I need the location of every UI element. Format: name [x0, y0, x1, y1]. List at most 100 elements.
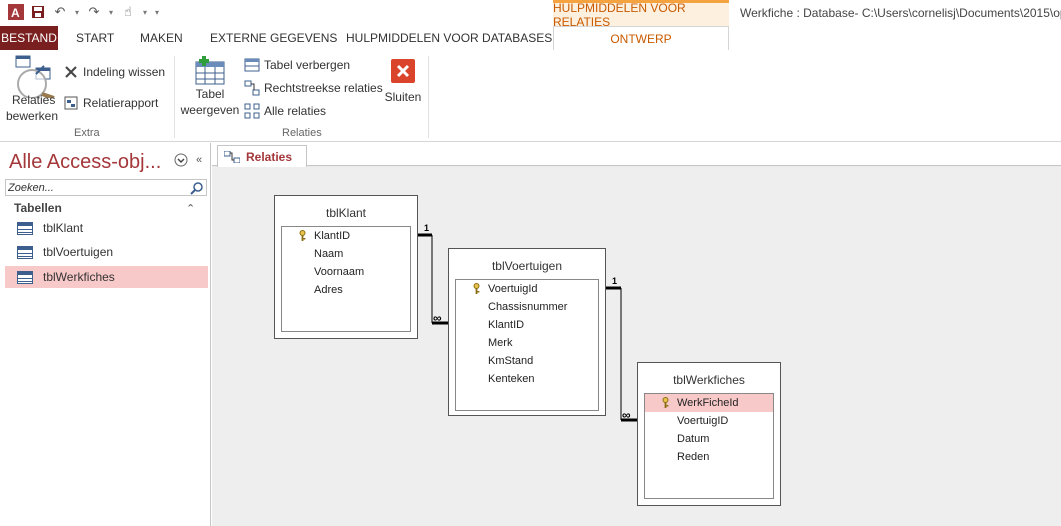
search-input[interactable]: [6, 180, 186, 196]
alle-relaties-label: Alle relaties: [264, 104, 327, 118]
field-label: KlantID: [488, 319, 525, 331]
indeling-wissen-label: Indeling wissen: [83, 65, 166, 79]
relationship-report-icon: [63, 95, 79, 111]
tab-hulpmiddelen-voor-databases[interactable]: HULPMIDDELEN VOOR DATABASES: [346, 31, 553, 45]
document-tab-relaties[interactable]: Relaties: [217, 145, 307, 167]
collapse-pane-icon[interactable]: «: [195, 154, 203, 166]
field-voertuigid[interactable]: VoertuigId: [456, 280, 598, 298]
indeling-wissen-button[interactable]: Indeling wissen: [63, 64, 165, 80]
relationship-one-label: 1: [612, 276, 618, 286]
primary-key-icon: [299, 230, 306, 241]
tabel-verbergen-button[interactable]: Tabel verbergen: [244, 57, 350, 73]
relaties-bewerken-label-2: bewerken: [6, 109, 59, 123]
primary-key-icon: [473, 283, 480, 294]
field-label: Datum: [677, 433, 710, 445]
search-icon[interactable]: [190, 181, 204, 195]
search-box: [5, 179, 207, 196]
tab-bestand[interactable]: BESTAND: [0, 26, 58, 50]
field-klantid[interactable]: KlantID: [282, 227, 410, 245]
tab-externe-gegevens[interactable]: EXTERNE GEGEVENS: [210, 31, 338, 45]
relaties-bewerken-label-1: Relaties: [12, 93, 56, 107]
group-separator: [428, 56, 429, 138]
field-merk[interactable]: Merk: [456, 334, 598, 352]
field-naam[interactable]: Naam: [282, 245, 410, 263]
document-tabstrip: Relaties: [212, 143, 1061, 167]
relatierapport-button[interactable]: Relatierapport: [63, 95, 158, 111]
nav-item-tblklant[interactable]: tblKlant: [5, 217, 208, 239]
redo-dropdown-icon[interactable]: ▾: [108, 7, 113, 17]
close-icon: [391, 59, 415, 83]
relationship-line-klant-voertuigen[interactable]: [417, 233, 448, 325]
field-voertuigid[interactable]: VoertuigID: [645, 412, 773, 430]
field-list-title[interactable]: tblVoertuigen: [491, 259, 563, 273]
field-adres[interactable]: Adres: [282, 281, 410, 299]
field-label: Naam: [314, 248, 344, 260]
tab-ontwerp[interactable]: ONTWERP: [553, 26, 729, 51]
touch-dropdown-icon[interactable]: ▾: [142, 7, 147, 17]
rechtstreekse-relaties-button[interactable]: Rechtstreekse relaties: [244, 80, 383, 96]
relationship-line-voertuigen-werkfiches[interactable]: [606, 286, 637, 422]
tabel-weergeven-label-2: weergeven: [180, 103, 240, 117]
chevron-up-double-icon[interactable]: ⌃: [186, 203, 196, 215]
relationships-canvas[interactable]: 1 ∞ 1 ∞ tblKlant KlantID Naam Voornaam A…: [212, 167, 1061, 526]
table-icon: [17, 270, 33, 284]
tab-start[interactable]: START: [76, 31, 115, 45]
group-separator: [174, 56, 175, 138]
field-list-tblwerkfiches[interactable]: tblWerkfiches WerkFicheId VoertuigID Dat…: [637, 362, 781, 506]
nav-pane-title[interactable]: Alle Access-obj...: [9, 151, 162, 173]
field-label: Voornaam: [314, 266, 365, 278]
field-list-tblvoertuigen[interactable]: tblVoertuigen VoertuigId Chassisnummer K…: [448, 248, 606, 416]
tabel-verbergen-label: Tabel verbergen: [264, 58, 351, 72]
undo-dropdown-icon[interactable]: ▾: [74, 7, 79, 17]
sluiten-label: Sluiten: [384, 90, 422, 104]
quick-access-toolbar: A ↶ ▾ ↷ ▾ ☝ ▾ ▾: [6, 2, 162, 22]
tabel-weergeven-label-1: Tabel: [195, 87, 225, 101]
relationship-lines: [417, 233, 637, 422]
field-list-tblklant[interactable]: tblKlant KlantID Naam Voornaam Adres: [274, 195, 418, 339]
tab-maken[interactable]: MAKEN: [140, 31, 183, 45]
nav-item-tblvoertuigen[interactable]: tblVoertuigen: [5, 241, 208, 263]
field-list-title[interactable]: tblKlant: [325, 206, 367, 220]
hide-table-icon: [244, 57, 260, 73]
context-tab-header: HULPMIDDELEN VOOR RELATIES: [553, 0, 729, 29]
field-list-body: VoertuigId Chassisnummer KlantID Merk Km…: [455, 279, 599, 411]
field-kmstand[interactable]: KmStand: [456, 352, 598, 370]
relaties-bewerken-button[interactable]: Relaties bewerken: [6, 54, 58, 123]
field-kenteken[interactable]: Kenteken: [456, 370, 598, 388]
alle-relaties-button[interactable]: Alle relaties: [244, 103, 326, 119]
nav-menu-dropdown-icon[interactable]: [174, 153, 188, 167]
field-list-body: WerkFicheId VoertuigID Datum Reden: [644, 393, 774, 499]
navigation-pane: Alle Access-obj... « Tabellen ⌃ tblKlant…: [0, 143, 211, 526]
field-label: VoertuigId: [488, 283, 538, 295]
field-reden[interactable]: Reden: [645, 448, 773, 466]
field-label: VoertuigID: [677, 415, 729, 427]
access-app-icon[interactable]: A: [6, 2, 26, 22]
save-icon[interactable]: [28, 2, 48, 22]
undo-icon[interactable]: ↶: [54, 4, 66, 19]
field-label: Adres: [314, 284, 343, 296]
section-header-tabellen[interactable]: Tabellen: [14, 201, 62, 215]
field-werkficheid[interactable]: WerkFicheId: [645, 394, 773, 412]
window-title: Werkfiche : Database- C:\Users\cornelisj…: [740, 6, 1061, 20]
field-list-title[interactable]: tblWerkfiches: [673, 373, 745, 387]
field-list-body: KlantID Naam Voornaam Adres: [281, 226, 411, 332]
relationship-one-label: 1: [424, 223, 430, 233]
customize-qat-icon[interactable]: ▾: [154, 7, 159, 17]
field-voornaam[interactable]: Voornaam: [282, 263, 410, 281]
field-label: Merk: [488, 337, 513, 349]
document-area: Relaties 1 ∞ 1 ∞ tblKlant: [212, 143, 1061, 526]
touch-mode-icon[interactable]: ☝: [124, 4, 132, 19]
tabel-weergeven-button[interactable]: Tabel weergeven: [180, 56, 240, 118]
field-klantid[interactable]: KlantID: [456, 316, 598, 334]
relationship-many-label: ∞: [433, 311, 442, 325]
relationships-icon: [224, 150, 240, 163]
svg-text:A: A: [11, 6, 20, 20]
field-label: Chassisnummer: [488, 301, 568, 313]
table-icon: [17, 245, 33, 259]
show-table-icon: [195, 56, 225, 85]
nav-item-tblwerkfiches[interactable]: tblWerkfiches: [5, 266, 208, 288]
sluiten-button[interactable]: Sluiten: [384, 59, 422, 105]
field-datum[interactable]: Datum: [645, 430, 773, 448]
redo-icon[interactable]: ↷: [88, 4, 100, 19]
field-chassisnummer[interactable]: Chassisnummer: [456, 298, 598, 316]
